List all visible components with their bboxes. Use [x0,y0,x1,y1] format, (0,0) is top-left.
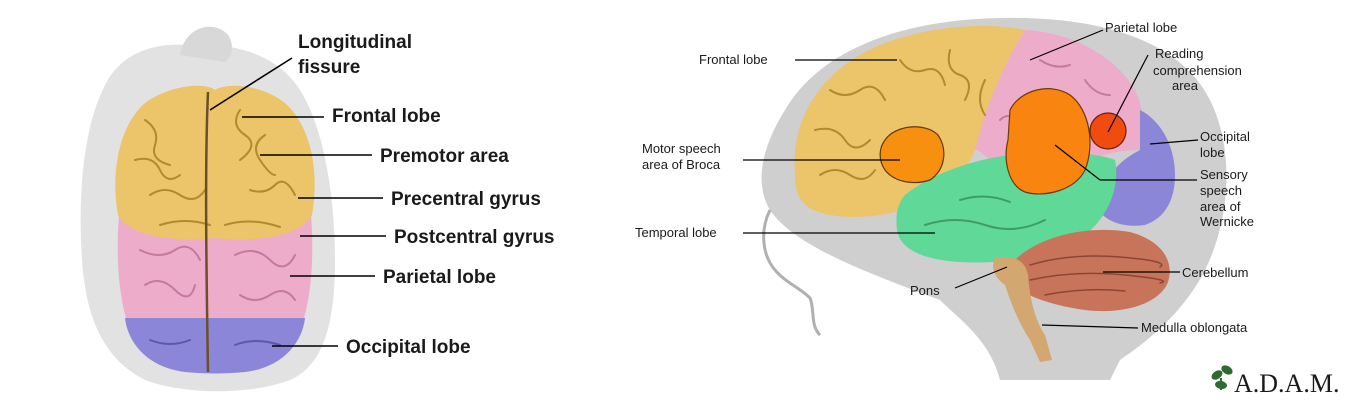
leaf-icon [1211,365,1233,390]
label-broca-line1: Motor speech [642,141,721,156]
side-view-diagram: Frontal lobe Parietal lobe Reading compr… [635,17,1254,380]
label-reading-line2: comprehension [1153,63,1242,78]
nose-outline [180,26,232,62]
label-reading-line3: area [1172,78,1199,93]
broca-area-region [879,126,945,184]
label-premotor-area: Premotor area [380,146,509,167]
label-reading-line1: Reading [1155,46,1203,61]
label-pons: Pons [910,283,940,298]
label-side-occipital-line2: lobe [1200,145,1225,160]
cerebellum-region [1010,229,1170,312]
label-wernicke-line2: speech [1200,183,1242,198]
label-top-occipital-lobe: Occipital lobe [346,337,471,358]
side-occipital-lobe-region [1099,110,1175,226]
label-longitudinal-fissure-line1: Longitudinal [298,32,412,53]
wernicke-area-region [1005,88,1091,195]
label-precentral-gyrus: Precentral gyrus [391,189,541,210]
label-top-frontal-lobe: Frontal lobe [332,106,441,127]
logo-text: A.D.A.M. [1234,369,1339,398]
label-broca-line2: area of Broca [642,157,721,172]
label-cerebellum: Cerebellum [1182,265,1248,280]
label-wernicke-line3: area of [1200,199,1241,214]
label-side-parietal-lobe: Parietal lobe [1105,20,1177,35]
label-side-temporal-lobe: Temporal lobe [635,225,717,240]
label-side-frontal-lobe: Frontal lobe [699,52,768,67]
label-medulla-oblongata: Medulla oblongata [1141,320,1248,335]
label-longitudinal-fissure-line2: fissure [298,57,360,78]
label-postcentral-gyrus: Postcentral gyrus [394,227,555,248]
label-wernicke-line4: Wernicke [1200,214,1254,229]
adam-logo: A.D.A.M. [1211,365,1339,398]
top-view-diagram: Longitudinal fissure Frontal lobe Premot… [80,26,555,392]
label-wernicke-line1: Sensory [1200,167,1248,182]
occipital-lobe-region [125,318,305,374]
face-outline [762,209,822,337]
label-side-occipital-line1: Occipital [1200,129,1250,144]
brainstem-region [993,256,1052,362]
label-top-parietal-lobe: Parietal lobe [383,267,496,288]
frontal-lobe-region [115,85,315,240]
side-frontal-lobe-region [794,25,1025,217]
